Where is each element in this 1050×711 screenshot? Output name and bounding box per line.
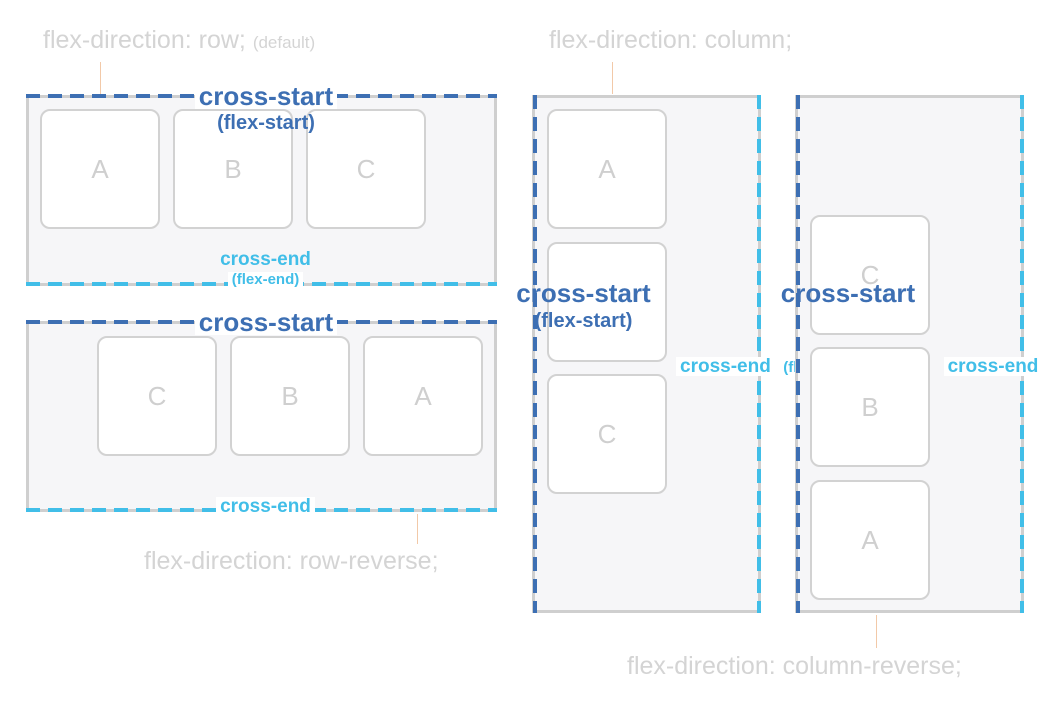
caption-column-reverse: flex-direction: column-reverse; — [627, 652, 962, 681]
flex-item-b — [547, 242, 667, 362]
flex-item-a: A — [810, 480, 930, 600]
leader-column — [612, 62, 613, 94]
cross-start-edge-row — [26, 94, 497, 98]
cross-end-label-column: cross-end (flex-end) — [676, 357, 855, 376]
flex-item-b: B — [230, 336, 350, 456]
cross-start-label-column: cross-start (flex-start) — [505, 280, 662, 331]
cross-end-text: cross-end — [943, 357, 1043, 376]
flex-item-c: C — [547, 374, 667, 494]
flex-item-c: C — [306, 109, 426, 229]
cross-end-text: cross-end — [216, 497, 315, 516]
flex-item-c: C — [810, 215, 930, 335]
caption-column-text: flex-direction: column; — [549, 26, 793, 54]
caption-column-reverse-text: flex-direction: column-reverse; — [627, 652, 962, 680]
flex-item-a: A — [363, 336, 483, 456]
cross-end-edge-row-reverse — [26, 508, 497, 512]
flex-start-text: (flex-start) — [534, 310, 633, 332]
cross-end-edge-column — [757, 95, 761, 613]
flex-start-text: (flex-start) — [217, 112, 315, 134]
cross-start-text: cross-start — [516, 278, 651, 308]
caption-row-reverse-text: flex-direction: row-reverse; — [144, 547, 439, 575]
caption-row-text: flex-direction: row; — [43, 26, 246, 54]
cross-start-label-row-reverse: cross-start — [186, 309, 346, 335]
caption-row-reverse: flex-direction: row-reverse; — [144, 547, 439, 576]
cross-end-text: cross-end — [676, 357, 775, 376]
cross-end-edge-column-reverse — [1020, 95, 1024, 613]
cross-start-edge-row-reverse — [26, 320, 497, 324]
flex-item-b: B — [173, 109, 293, 229]
cross-end-label-row: cross-end (flex-end) — [193, 250, 338, 288]
caption-row-note: (default) — [252, 33, 316, 52]
cross-start-text: cross-start — [194, 83, 338, 109]
flex-item-a: A — [40, 109, 160, 229]
flex-item-b: B — [810, 347, 930, 467]
leader-row — [100, 62, 101, 94]
caption-column: flex-direction: column; — [549, 26, 792, 55]
cross-start-text: cross-start — [194, 309, 338, 335]
flex-item-a: A — [547, 109, 667, 229]
cross-start-label-column-reverse: cross-start — [772, 280, 924, 306]
cross-end-text: cross-end — [220, 249, 311, 270]
leader-row-reverse — [417, 514, 418, 544]
cross-end-label-row-reverse: cross-end — [193, 497, 338, 516]
cross-end-edge-row — [26, 282, 497, 286]
caption-row: flex-direction: row; (default) — [43, 26, 315, 55]
flex-item-c: C — [97, 336, 217, 456]
flex-end-text: (flex-end) — [227, 272, 304, 287]
cross-start-edge-column-reverse — [796, 95, 800, 613]
cross-start-edge-column — [533, 95, 537, 613]
cross-start-text: cross-start — [780, 278, 916, 308]
leader-column-reverse — [876, 615, 877, 648]
cross-start-label-row: cross-start (flex-start) — [186, 83, 346, 133]
cross-end-label-column-reverse: cross-end — [939, 357, 1047, 376]
